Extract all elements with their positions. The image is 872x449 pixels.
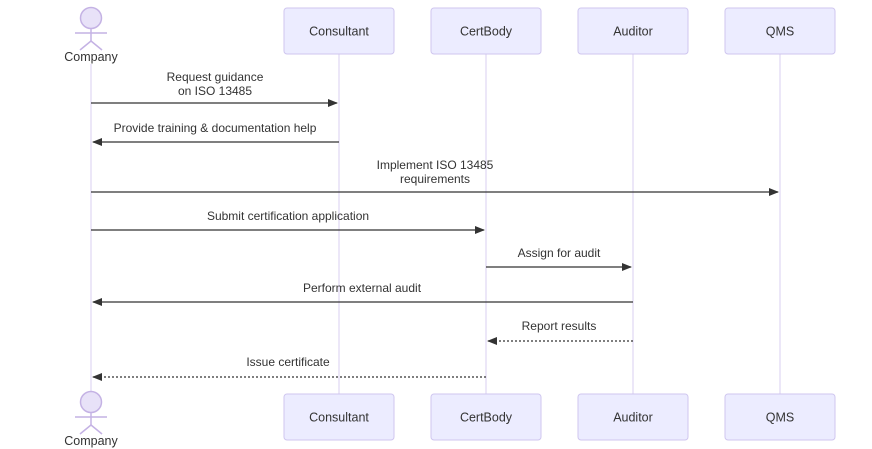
message-label-line1: Request guidance	[167, 70, 264, 84]
actor-company-bottom: Company	[64, 390, 118, 448]
message-label-line1: Implement ISO 13485	[377, 158, 494, 172]
actor-head-icon	[79, 390, 103, 414]
participant-box	[283, 7, 395, 55]
participant-box	[724, 393, 836, 441]
actor-leg-left	[79, 40, 92, 51]
participant-certbody-bottom: CertBody	[430, 393, 542, 441]
actor-head-icon	[79, 6, 103, 30]
message-perform-external-audit: Perform external audit	[92, 281, 633, 306]
participant-auditor-top-label: Auditor	[613, 25, 653, 39]
participant-box	[577, 393, 689, 441]
participant-auditor-top: Auditor	[577, 7, 689, 55]
participant-consultant-top-label: Consultant	[309, 25, 369, 39]
participant-box	[283, 393, 395, 441]
participant-auditor-bottom-label: Auditor	[613, 411, 653, 425]
participant-box	[430, 393, 542, 441]
actor-leg-right	[90, 424, 103, 435]
participant-consultant-bottom-label: Consultant	[309, 411, 369, 425]
message-issue-certificate: Issue certificate	[92, 355, 486, 381]
participant-qms-top: QMS	[724, 7, 836, 55]
message-label: Report results	[522, 319, 597, 333]
message-label: Provide training & documentation help	[114, 121, 317, 135]
participant-certbody-bottom-label: CertBody	[460, 411, 513, 425]
message-label-line2: on ISO 13485	[178, 84, 252, 98]
actor-company-bottom-label: Company	[64, 434, 118, 448]
participant-box	[430, 7, 542, 55]
participant-qms-bottom: QMS	[724, 393, 836, 441]
participant-qms-bottom-label: QMS	[766, 411, 794, 425]
message-label: Submit certification application	[207, 209, 369, 223]
actor-leg-right	[90, 40, 103, 51]
participant-box	[724, 7, 836, 55]
message-provide-training: Provide training & documentation help	[92, 121, 339, 146]
actor-company-top-label: Company	[64, 50, 118, 64]
participant-consultant-top: Consultant	[283, 7, 395, 55]
participant-certbody-top-label: CertBody	[460, 25, 513, 39]
actor-leg-left	[79, 424, 92, 435]
participant-qms-top-label: QMS	[766, 25, 794, 39]
message-label: Perform external audit	[303, 281, 422, 295]
participant-box	[577, 7, 689, 55]
participant-auditor-bottom: Auditor	[577, 393, 689, 441]
message-assign-for-audit: Assign for audit	[486, 246, 632, 271]
message-label: Assign for audit	[518, 246, 601, 260]
message-submit-application: Submit certification application	[91, 209, 485, 234]
message-label: Issue certificate	[246, 355, 330, 369]
participant-certbody-top: CertBody	[430, 7, 542, 55]
actor-company-top: Company	[64, 6, 118, 64]
participant-consultant-bottom: Consultant	[283, 393, 395, 441]
message-label-line2: requirements	[400, 172, 470, 186]
message-report-results: Report results	[487, 319, 633, 345]
message-request-guidance: Request guidance on ISO 13485	[91, 70, 338, 107]
message-implement-requirements: Implement ISO 13485 requirements	[91, 158, 779, 196]
